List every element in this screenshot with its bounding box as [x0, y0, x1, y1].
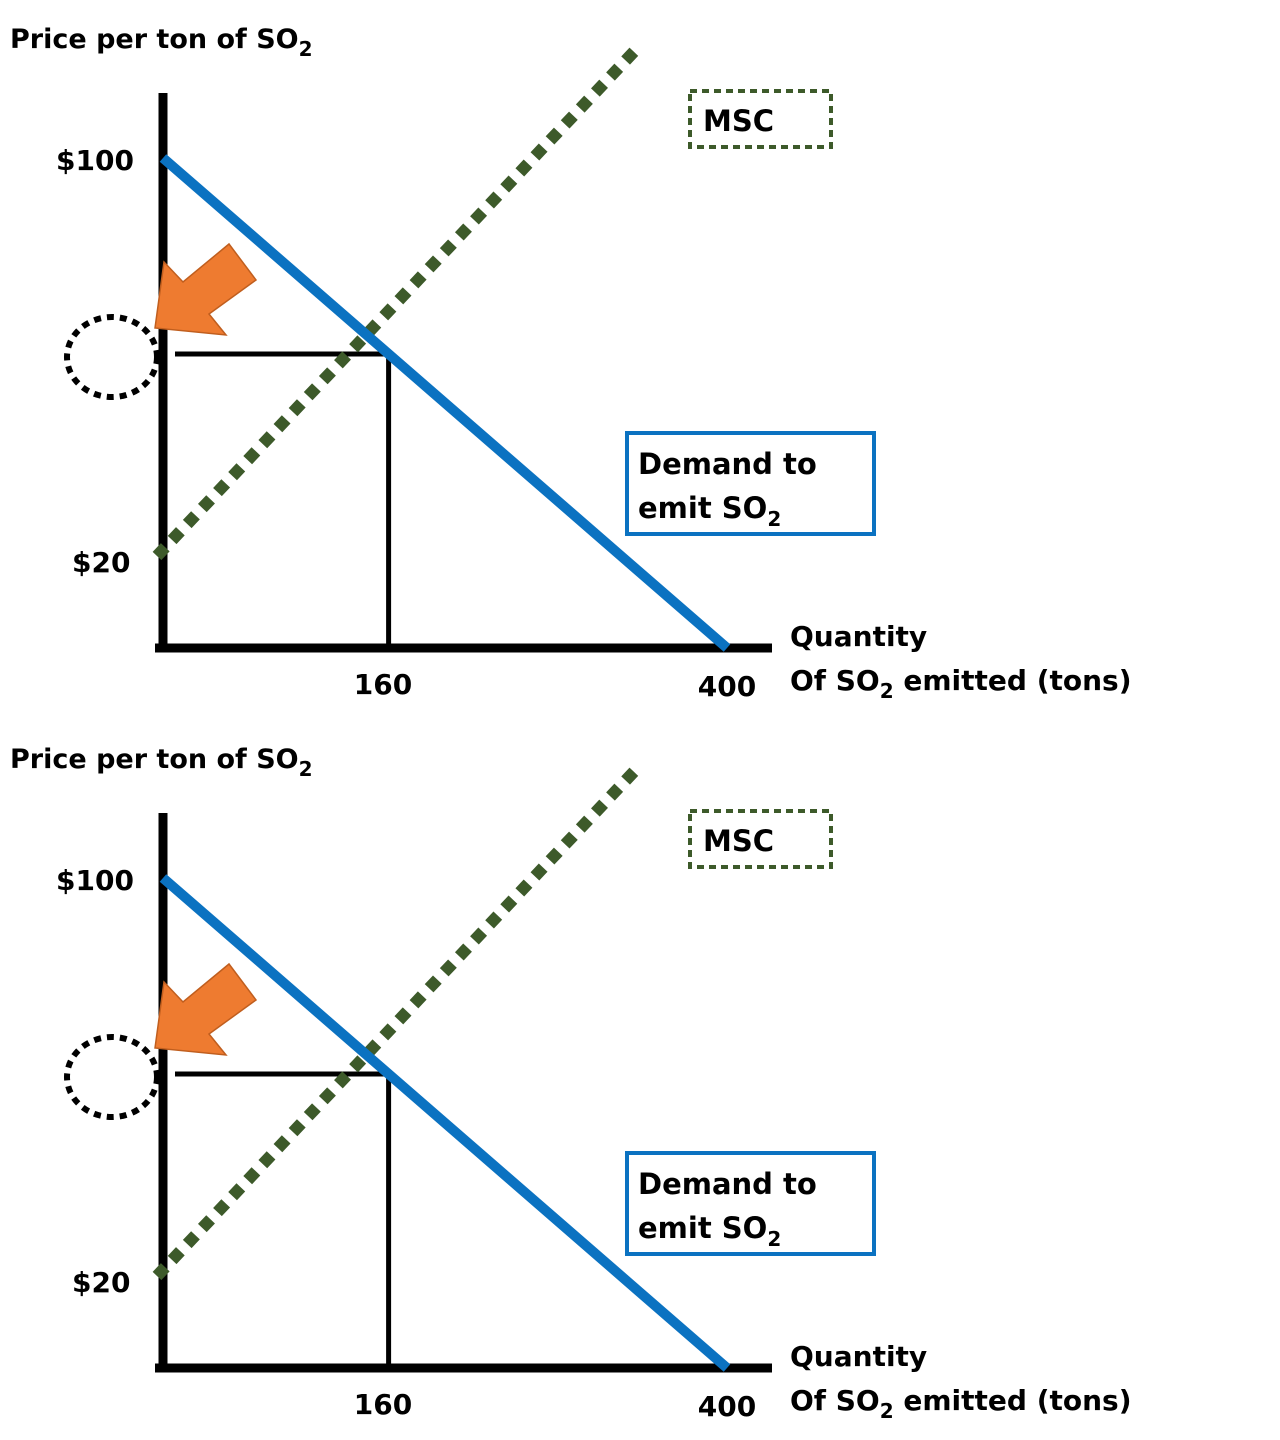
x-tick-400: 400	[698, 670, 756, 703]
demand-legend-box	[625, 1151, 876, 1256]
x-axis-label-line1: Quantity	[790, 620, 927, 653]
pointer-arrow	[154, 242, 258, 336]
demand-legend-line1: Demand to	[638, 1167, 817, 1201]
x-tick-160: 160	[354, 1388, 412, 1421]
y-tick-100: $100	[56, 144, 134, 177]
marks	[64, 46, 876, 653]
demand-legend-line1: Demand to	[638, 447, 817, 481]
x-tick-400: 400	[698, 1390, 756, 1423]
x-axis-label-line2: Of SO2 emitted (tons)	[790, 1384, 1132, 1423]
msc-legend-label: MSC	[703, 104, 774, 138]
x-tick-160: 160	[354, 668, 412, 701]
msc-legend-box	[688, 809, 833, 869]
msc-legend-box	[688, 89, 833, 149]
chart-panel-top: Price per ton of SO2 Quantity Of SO2 emi…	[10, 24, 1132, 703]
marks	[64, 766, 876, 1373]
chart-svg-top: Price per ton of SO2 Quantity Of SO2 emi…	[10, 24, 1132, 703]
msc-legend-label: MSC	[703, 824, 774, 858]
equilibrium-price-circle	[64, 314, 160, 400]
msc-line	[152, 766, 640, 1281]
y-axis-label: Price per ton of SO2	[10, 744, 313, 781]
demand-line	[159, 154, 731, 652]
demand-legend-box	[625, 431, 876, 536]
y-axis-label: Price per ton of SO2	[10, 24, 313, 61]
x-axis-label-line1: Quantity	[790, 1340, 927, 1373]
demand-legend-line2: emit SO2	[638, 1211, 781, 1251]
equilibrium-price-circle	[64, 1034, 160, 1120]
msc-line	[152, 46, 640, 561]
demand-legend-line2: emit SO2	[638, 491, 781, 531]
y-tick-20: $20	[72, 1266, 130, 1299]
y-tick-20: $20	[72, 546, 130, 579]
demand-line	[159, 874, 731, 1372]
pointer-arrow	[154, 962, 258, 1056]
chart-svg-bottom: Price per ton of SO2 Quantity Of SO2 emi…	[10, 744, 1132, 1423]
y-tick-100: $100	[56, 864, 134, 897]
chart-panel-bottom: Price per ton of SO2 Quantity Of SO2 emi…	[0, 720, 1280, 1440]
x-axis-label-line2: Of SO2 emitted (tons)	[790, 664, 1132, 703]
